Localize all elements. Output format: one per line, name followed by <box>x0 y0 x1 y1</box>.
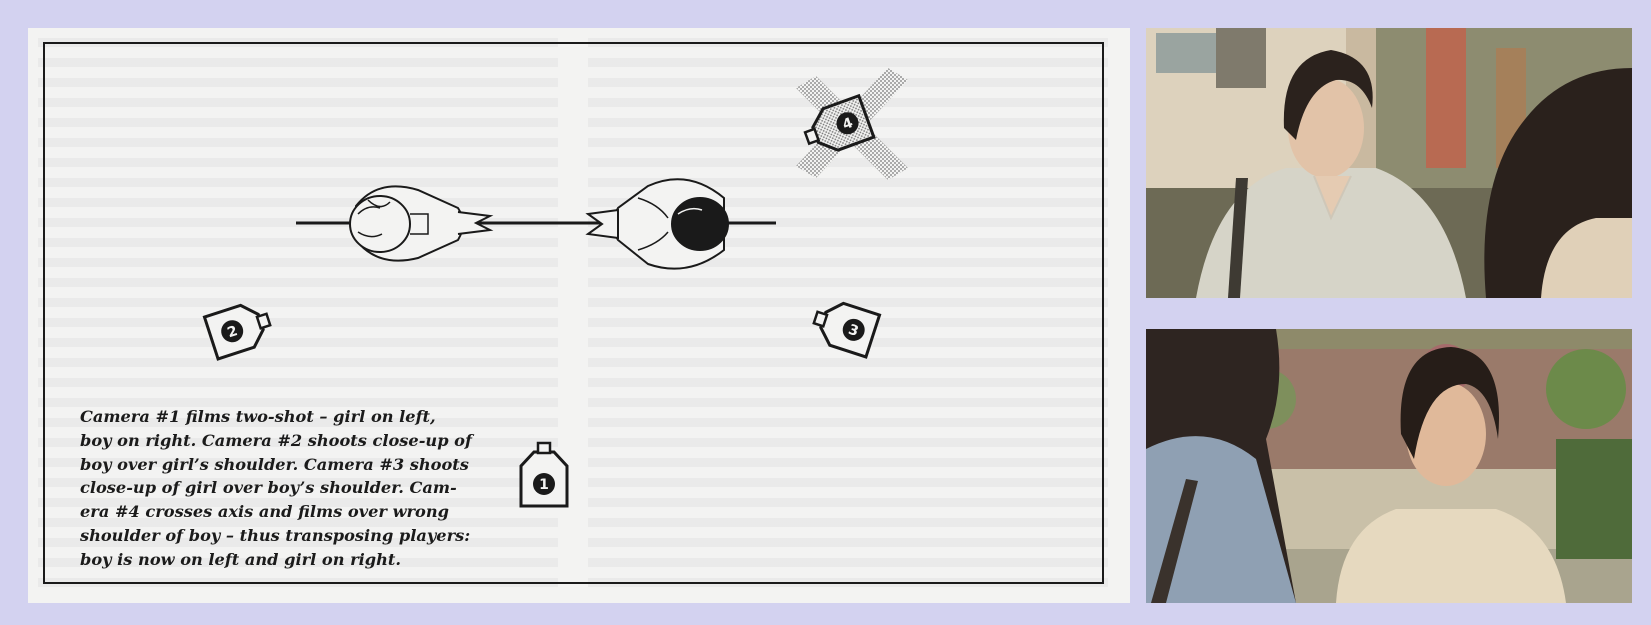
camera-1-icon: 1 <box>519 441 569 508</box>
camera-1-label: 1 <box>539 477 549 493</box>
diagram-panel: 2 3 1 4 Camera #1 films <box>28 28 1130 603</box>
camera-2-label: 2 <box>225 323 239 341</box>
girl-figure <box>349 185 494 262</box>
film-still-bottom <box>1146 329 1632 603</box>
boy-figure <box>585 178 729 270</box>
diagram-caption: Camera #1 films two-shot – girl on left,… <box>80 407 472 569</box>
camera-3-label: 3 <box>846 322 860 340</box>
camera-4-crossed-out: 4 <box>796 68 908 180</box>
diagram-frame <box>43 42 1104 584</box>
camera-4-icon: 4 <box>803 93 876 152</box>
camera-setup-diagram: 2 3 1 4 <box>202 68 908 508</box>
camera-2-icon: 2 <box>202 303 272 361</box>
background-page-texture <box>38 38 558 593</box>
camera-3-icon: 3 <box>812 301 882 359</box>
film-still-top <box>1146 28 1632 298</box>
